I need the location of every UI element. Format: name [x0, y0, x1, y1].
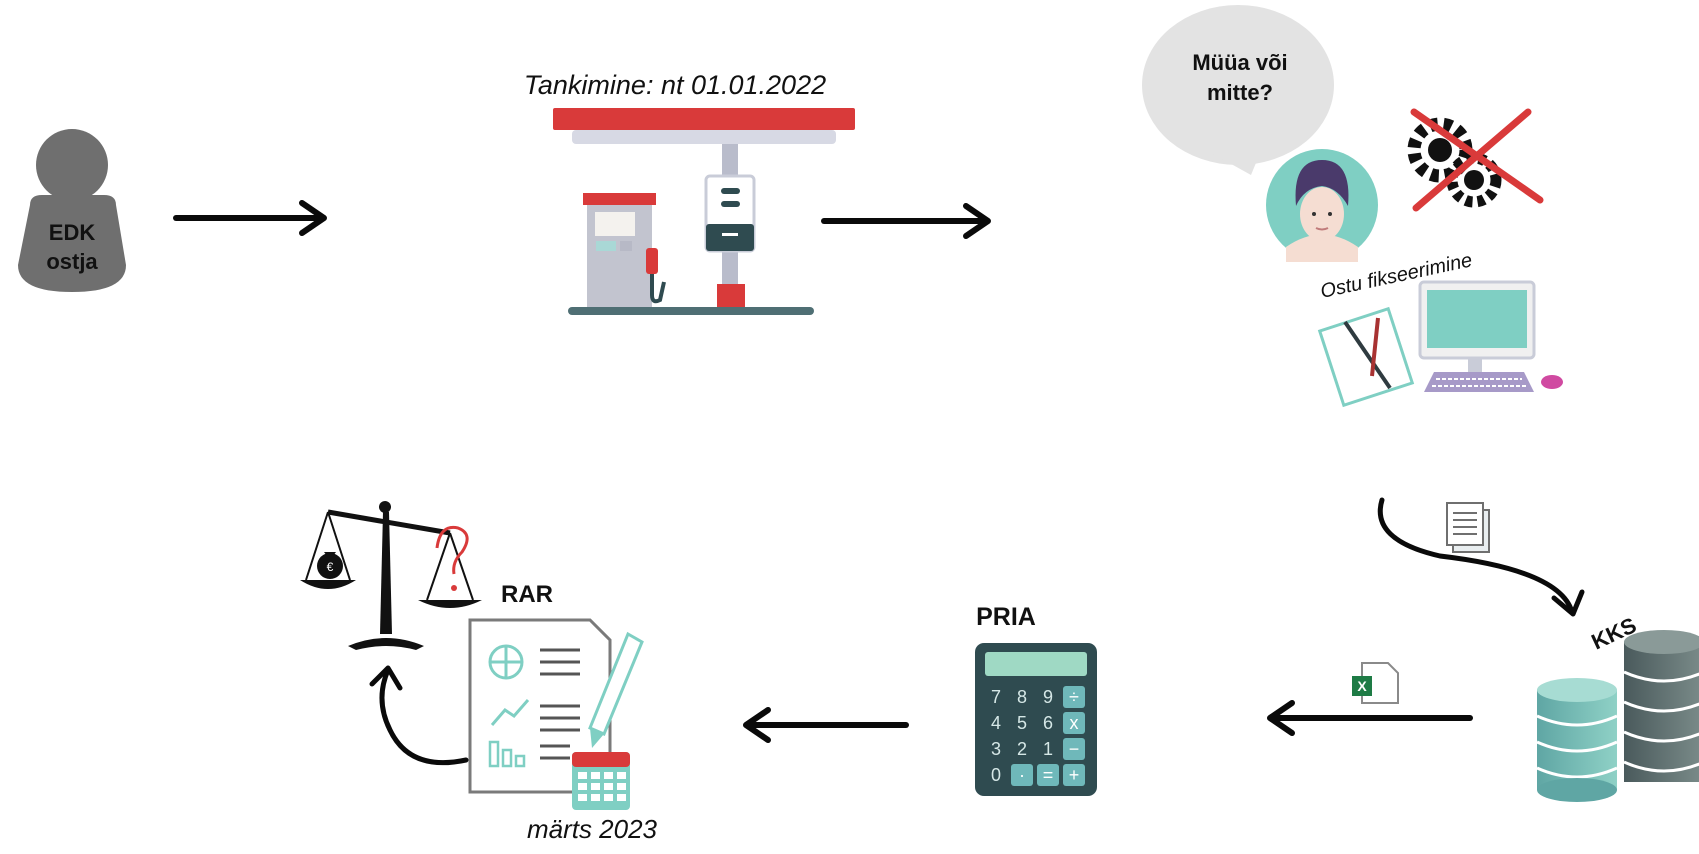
bubble-text-line1: Müüa või — [1192, 50, 1287, 75]
pria-label: PRIA — [976, 603, 1036, 631]
calculator-key-bg — [1037, 764, 1059, 786]
arrow-rar-to-scale — [369, 665, 469, 766]
speech-bubble — [1142, 5, 1334, 175]
database-icon — [1536, 630, 1699, 802]
balance-scale-icon: € — [300, 501, 482, 650]
calculator-key: 1 — [1043, 739, 1053, 759]
bubble-text-line2: mitte? — [1207, 80, 1273, 105]
buyer-label-line1: EDK — [49, 220, 96, 245]
arrow-pria-to-rar — [743, 707, 909, 743]
arrow-seller-to-kks — [1377, 497, 1585, 617]
notebook-icon — [1317, 306, 1415, 408]
excel-file-icon: X — [1352, 662, 1399, 704]
calculator-key: − — [1069, 739, 1080, 759]
calculator-key: 0 — [991, 765, 1001, 785]
calculator-key: 5 — [1017, 713, 1027, 733]
excel-x-glyph: X — [1357, 678, 1367, 694]
seller-avatar-icon — [1266, 149, 1378, 262]
calculator-key: 3 — [991, 739, 1001, 759]
calculator-key: x — [1070, 713, 1079, 733]
calculator-key: 2 — [1017, 739, 1027, 759]
calculator-key: 9 — [1043, 687, 1053, 707]
calendar-icon — [572, 752, 630, 810]
pencil-icon — [588, 631, 644, 748]
arrow-kks-to-pria — [1267, 700, 1473, 736]
euro-sign: € — [327, 560, 334, 574]
gears-crossed-icon — [1407, 108, 1544, 212]
calculator-key: 4 — [991, 713, 1001, 733]
calculator-key-bg — [1063, 712, 1085, 734]
calculator-key: ÷ — [1069, 687, 1079, 707]
gas-station-icon — [553, 108, 855, 315]
calculator-key: 8 — [1017, 687, 1027, 707]
station-caption: Tankimine: nt 01.01.2022 — [524, 70, 826, 100]
calculator-key-bg — [1063, 686, 1085, 708]
calculator-key-bg — [1011, 764, 1033, 786]
calculator-key: 6 — [1043, 713, 1053, 733]
calculator-key-bg — [1063, 738, 1085, 760]
calculator-key: + — [1069, 765, 1080, 785]
buyer-label-line2: ostja — [46, 249, 98, 274]
rar-date-caption: märts 2023 — [527, 814, 658, 844]
calculator-key: = — [1043, 765, 1054, 785]
arrow-station-to-seller — [821, 203, 991, 239]
calculator-key: 7 — [991, 687, 1001, 707]
rar-label: RAR — [501, 581, 553, 608]
document-icon — [1446, 502, 1490, 553]
calculator-key-bg — [1063, 764, 1085, 786]
buyer-person-icon — [18, 129, 126, 292]
arrow-buyer-to-station — [173, 200, 327, 236]
calculator-key: · — [1019, 765, 1025, 785]
computer-icon — [1418, 280, 1563, 392]
report-document-icon — [468, 618, 612, 794]
